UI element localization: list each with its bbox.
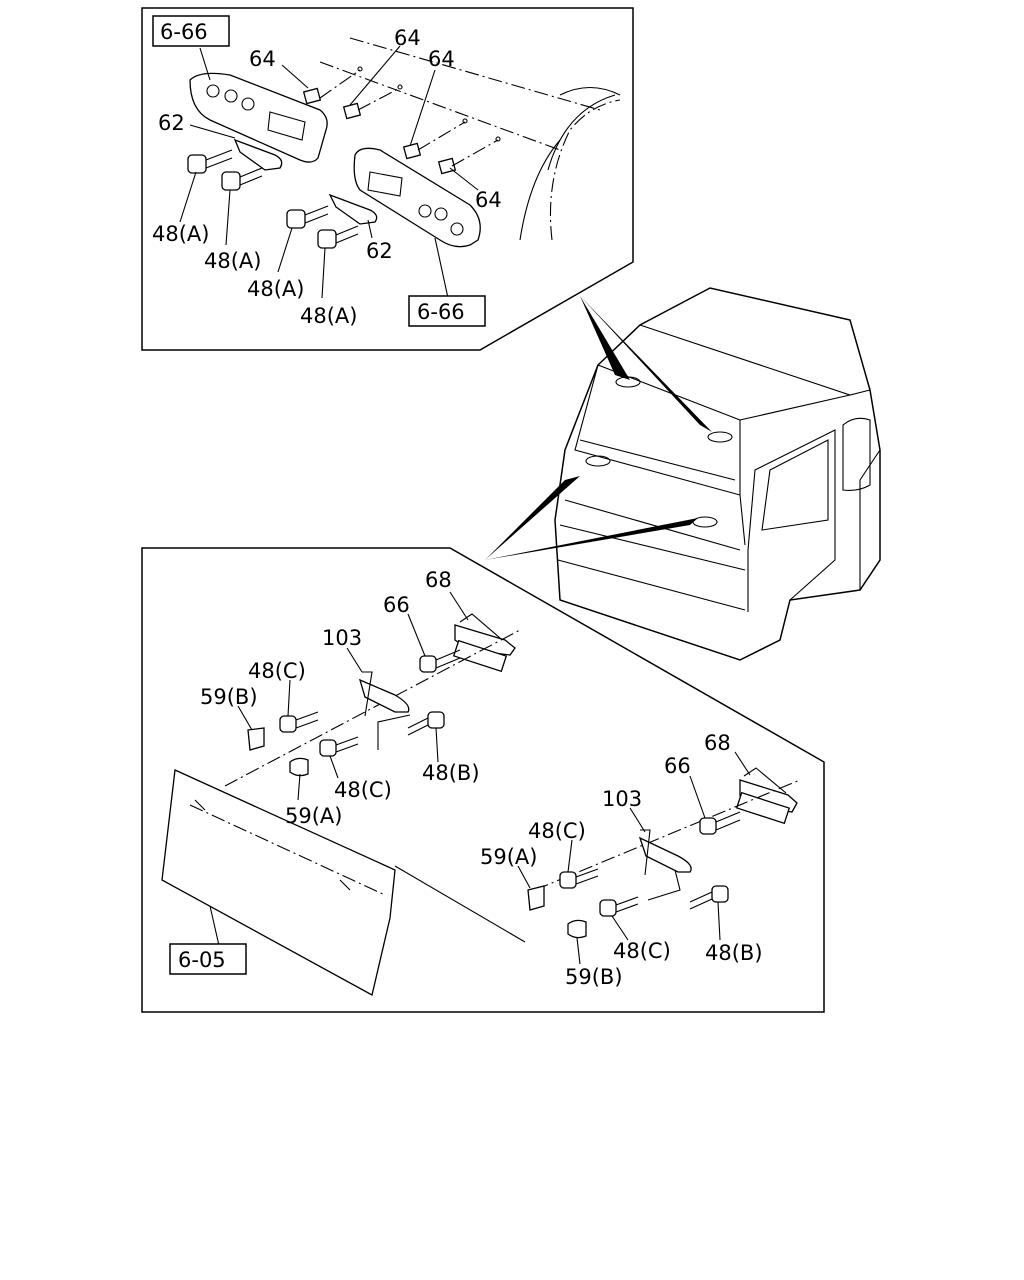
label-62b: 62 <box>366 239 393 263</box>
ref-box-top-a <box>152 15 230 47</box>
top-left-marker-lamp <box>189 72 328 163</box>
label-66a: 66 <box>383 593 410 617</box>
label-48a-3: 48(A) <box>247 277 304 301</box>
label-48a-2: 48(A) <box>204 249 261 273</box>
label-59a-2: 59(A) <box>480 845 537 869</box>
label-64b: 64 <box>394 26 421 50</box>
label-64c: 64 <box>428 47 455 71</box>
label-59b-2: 59(B) <box>565 965 623 989</box>
label-64a: 64 <box>249 47 276 71</box>
label-48c-4: 48(C) <box>613 939 671 963</box>
label-48b-2: 48(B) <box>705 941 763 965</box>
front-grille-panel <box>161 769 396 996</box>
bracket-assembly-right <box>527 767 801 939</box>
label-68a: 68 <box>425 568 452 592</box>
cab-overview <box>485 287 881 661</box>
clip-64-set <box>302 66 501 175</box>
ref-box-bottom <box>169 943 247 975</box>
bracket-62-set <box>233 138 378 225</box>
bottom-detail-panel: 6-05 68 66 103 48(C) 59(B) 48(C) 48(B) 5… <box>141 547 825 1013</box>
label-48c-2: 48(C) <box>334 778 392 802</box>
ref-top-b-text: 6-66 <box>417 300 465 324</box>
label-48a-1: 48(A) <box>152 222 209 246</box>
label-103a: 103 <box>322 626 362 650</box>
label-64d: 64 <box>475 188 502 212</box>
label-48a-4: 48(A) <box>300 304 357 328</box>
label-62a: 62 <box>158 111 185 135</box>
bolt-48a-set <box>187 149 359 249</box>
ref-box-top-b <box>408 295 486 327</box>
label-48c-3: 48(C) <box>528 819 586 843</box>
top-right-marker-lamp <box>353 147 481 248</box>
ref-bottom-text: 6-05 <box>178 948 226 972</box>
label-59b-1: 59(B) <box>200 685 258 709</box>
top-detail-panel: 6-66 6-66 64 64 64 64 62 62 48(A) 48(A) … <box>141 7 634 351</box>
label-103b: 103 <box>602 787 642 811</box>
ref-top-a-text: 6-66 <box>160 20 208 44</box>
label-48c-1: 48(C) <box>248 659 306 683</box>
label-66b: 66 <box>664 754 691 778</box>
label-68b: 68 <box>704 731 731 755</box>
label-59a-1: 59(A) <box>285 804 342 828</box>
label-48b-1: 48(B) <box>422 761 480 785</box>
